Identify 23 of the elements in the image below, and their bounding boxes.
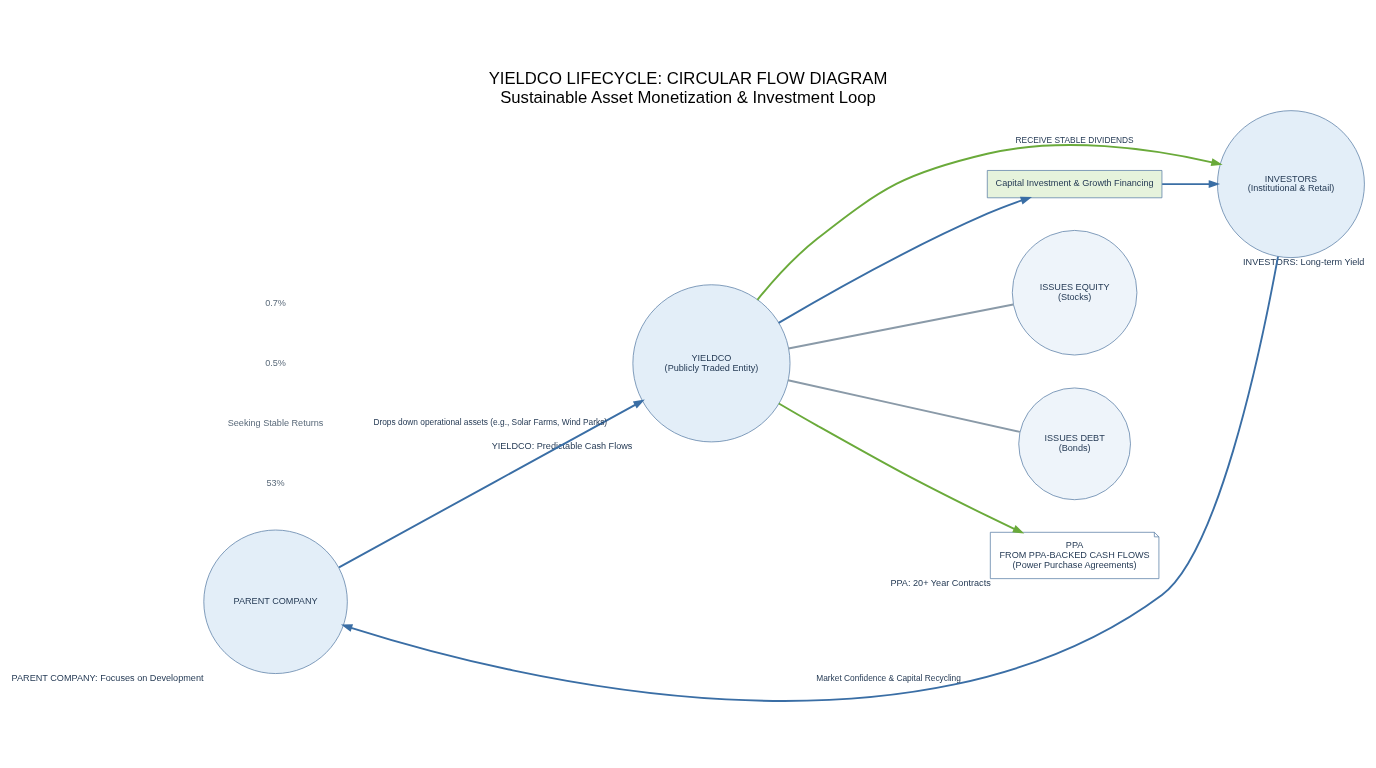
edge-label: Market Confidence & Capital Recycling (816, 672, 961, 683)
node-circle: PARENT COMPANY (203, 529, 348, 674)
label: 53% (266, 477, 285, 488)
arrow (756, 143, 1223, 301)
edge-label: RECEIVE STABLE DIVIDENDS (1015, 134, 1134, 145)
connector (787, 303, 1015, 349)
arrow (341, 255, 1279, 702)
node-box: Capital Investment & Growth Financing (986, 169, 1163, 198)
label: 0.5% (265, 357, 286, 368)
arrow (777, 196, 1032, 324)
caption: Sustainable Asset Monetization & Investment Loop (500, 87, 876, 107)
arrow (338, 399, 645, 568)
label: Seeking Stable Returns (227, 417, 324, 428)
arrow (777, 402, 1025, 533)
connector (787, 378, 1021, 433)
diagram-title: YIELDCO LIFECYCLE: CIRCULAR FLOW DIAGRAM (488, 68, 888, 88)
node-circle: ISSUES DEBT (Bonds) (1018, 387, 1131, 500)
node-circle: INVESTORS (Institutional & Retail) (1217, 109, 1365, 258)
node-label: PARENT COMPANY: Focuses on Development (11, 672, 204, 683)
node-circle: ISSUES EQUITY (Stocks) (1011, 229, 1138, 355)
label: 0.7% (265, 297, 286, 308)
arrow (1161, 179, 1221, 188)
node-label: PPA: 20+ Year Contracts (890, 577, 991, 588)
